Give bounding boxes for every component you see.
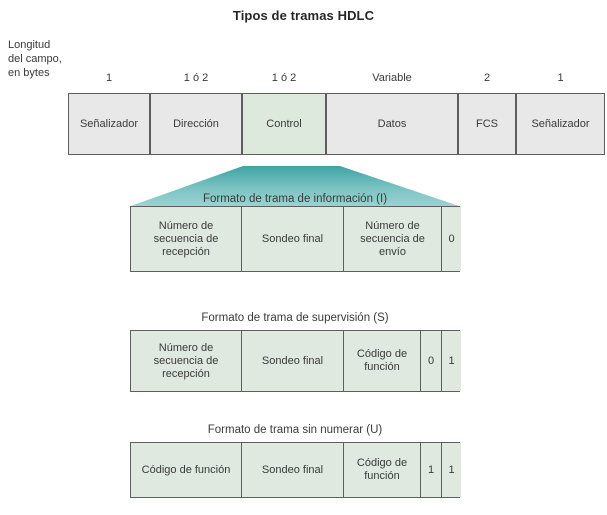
- uframe-cell-function-code-1[interactable]: Código de función: [131, 443, 242, 497]
- funnel-shape: [128, 166, 462, 207]
- byte-length-senalizador-1: 1: [105, 72, 113, 84]
- frame-field-direccion[interactable]: Dirección: [150, 93, 242, 155]
- uframe-cell-bit-1a[interactable]: 1: [421, 443, 442, 497]
- sframe-cell-poll-final[interactable]: Sondeo final: [242, 331, 344, 391]
- subframe-unnumbered: Código de función Sondeo final Código de…: [130, 442, 461, 498]
- frame-field-control[interactable]: Control: [242, 93, 326, 155]
- sframe-cell-bit-0[interactable]: 0: [421, 331, 442, 391]
- uframe-cell-function-code-2[interactable]: Código de función: [344, 443, 421, 497]
- uframe-cell-bit-1b[interactable]: 1: [442, 443, 461, 497]
- iframe-cell-send-sequence-number[interactable]: Número de secuencia de envío: [344, 207, 442, 271]
- uframe-cell-poll-final[interactable]: Sondeo final: [242, 443, 344, 497]
- byte-length-datos: Variable: [372, 72, 412, 84]
- byte-length-direccion: 1 ó 2: [183, 72, 209, 84]
- subframe-supervisory: Número de secuencia de recepción Sondeo …: [130, 330, 461, 392]
- sframe-cell-bit-1[interactable]: 1: [442, 331, 461, 391]
- byte-length-senalizador-2: 1: [557, 72, 564, 84]
- sframe-cell-function-code[interactable]: Código de función: [344, 331, 421, 391]
- field-length-caption-line-2: del campo,: [8, 53, 62, 65]
- control-field-expansion-funnel: [128, 166, 462, 207]
- subframe-information: Número de secuencia de recepción Sondeo …: [130, 206, 461, 272]
- page-title: Tipos de tramas HDLC: [232, 8, 375, 23]
- byte-length-fcs: 2: [483, 72, 491, 84]
- subframe-title-information: Formato de trama de información (I): [202, 193, 388, 205]
- field-length-caption-line-3: en bytes: [8, 67, 50, 79]
- byte-length-control: 1 ó 2: [271, 72, 297, 84]
- subframe-title-supervisory: Formato de trama de supervisión (S): [201, 312, 389, 324]
- frame-field-fcs[interactable]: FCS: [458, 93, 516, 155]
- subframe-title-unnumbered: Formato de trama sin numerar (U): [207, 424, 383, 436]
- iframe-cell-receive-sequence-number[interactable]: Número de secuencia de recepción: [131, 207, 242, 271]
- iframe-cell-bit-0[interactable]: 0: [442, 207, 461, 271]
- iframe-cell-poll-final[interactable]: Sondeo final: [242, 207, 344, 271]
- frame-field-datos[interactable]: Datos: [326, 93, 458, 155]
- sframe-cell-receive-sequence-number[interactable]: Número de secuencia de recepción: [131, 331, 242, 391]
- frame-field-senalizador-1[interactable]: Señalizador: [68, 93, 150, 155]
- field-length-caption: Longitud del campo, en bytes: [8, 38, 86, 80]
- field-length-caption-line-1: Longitud: [8, 39, 51, 51]
- byte-length-labels: 1 1 ó 2 1 ó 2 Variable 2 1: [68, 72, 605, 88]
- frame-field-senalizador-2[interactable]: Señalizador: [516, 93, 605, 155]
